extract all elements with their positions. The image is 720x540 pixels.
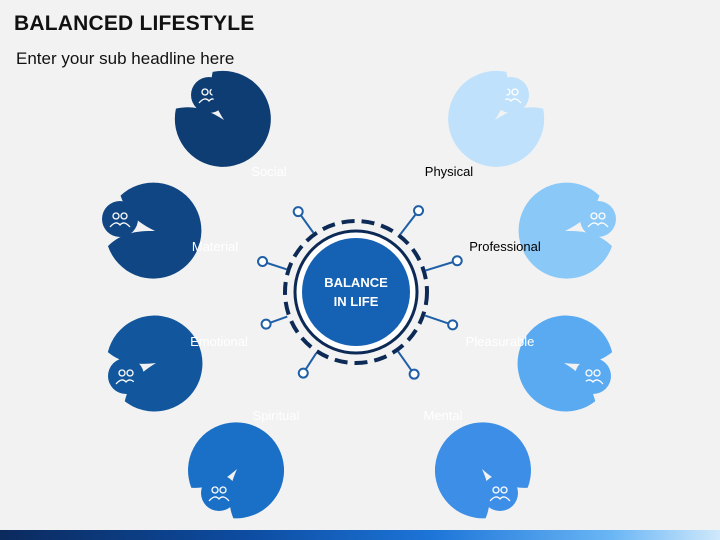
petal-label-material: Material xyxy=(192,239,238,254)
petal-label-professional: Professional xyxy=(469,239,541,254)
center-dashed-ring xyxy=(283,219,429,365)
connector-dot-material xyxy=(257,256,269,268)
businessman-icon xyxy=(587,212,609,228)
connector-dot-professional xyxy=(451,255,463,267)
happy-faces-icon xyxy=(115,369,137,385)
petal-pleasurable: Pleasurable xyxy=(466,302,620,423)
meditation-group-icon xyxy=(208,486,230,502)
page-subtitle: Enter your sub headline here xyxy=(16,49,235,68)
petal-professional: Professional xyxy=(469,174,618,289)
head-heartbeat-icon xyxy=(489,486,511,502)
petal-social: Social xyxy=(160,56,291,187)
center-hub: BALANCE IN LIFE xyxy=(283,219,429,365)
connector-dot-mental xyxy=(408,368,420,380)
folder-files-icon xyxy=(109,212,131,228)
page-title: BALANCED LIFESTYLE xyxy=(14,12,255,35)
connector-dot-emotional xyxy=(260,318,272,330)
petal-label-social: Social xyxy=(251,164,287,179)
petal-label-spiritual: Spiritual xyxy=(253,408,300,423)
petal-material: Material xyxy=(102,174,238,289)
bottom-accent-bar xyxy=(0,530,720,540)
petal-label-mental: Mental xyxy=(423,408,462,423)
petal-spiritual: Spiritual xyxy=(173,403,304,530)
petal-label-physical: Physical xyxy=(425,164,474,179)
petal-mental: Mental xyxy=(415,403,546,530)
happy-head-icon xyxy=(582,369,604,385)
center-label-line2: IN LIFE xyxy=(334,294,379,309)
connector-dot-social xyxy=(292,206,304,218)
petal-emotional: Emotional xyxy=(100,302,248,423)
petal-physical: Physical xyxy=(425,56,559,187)
center-label-line1: BALANCE xyxy=(324,275,388,290)
connector-dot-pleasurable xyxy=(447,319,459,331)
connector-dot-spiritual xyxy=(297,367,309,379)
center-circle xyxy=(302,238,410,346)
petal-label-pleasurable: Pleasurable xyxy=(466,334,535,349)
connector-dot-physical xyxy=(413,205,425,217)
petal-label-emotional: Emotional xyxy=(190,334,248,349)
connector-lines xyxy=(257,205,463,380)
